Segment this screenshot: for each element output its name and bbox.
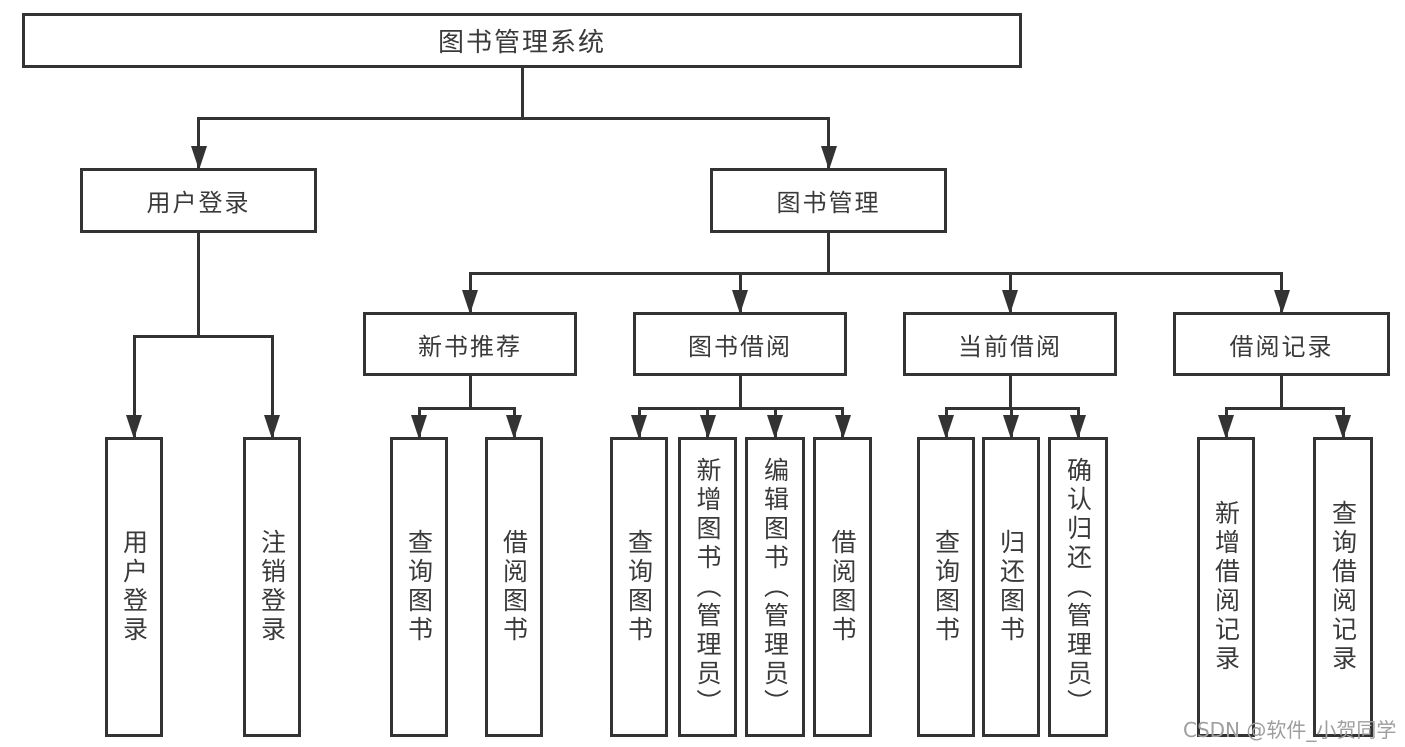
node-label: 注销登录 bbox=[257, 529, 287, 645]
arrow-down-icon bbox=[1218, 415, 1234, 439]
arrow-down-icon bbox=[1002, 290, 1018, 314]
node-new-book-rec: 新书推荐 bbox=[363, 312, 577, 376]
node-label: 图书管理系统 bbox=[437, 28, 606, 58]
connector-line bbox=[132, 335, 274, 338]
connector-line bbox=[637, 407, 844, 410]
arrow-down-icon bbox=[1335, 415, 1351, 439]
node-br-query-record: 查询借阅记录 bbox=[1313, 437, 1373, 737]
connector-line bbox=[132, 335, 136, 437]
node-current-borrow: 当前借阅 bbox=[903, 312, 1117, 376]
node-bb-add-books: 新增图书（管理员） bbox=[678, 437, 737, 737]
node-label: 借阅图书 bbox=[828, 529, 857, 645]
node-label: 新增图书（管理员） bbox=[693, 456, 722, 718]
connector-line bbox=[468, 272, 1283, 275]
connector-line bbox=[1008, 374, 1012, 410]
connector-line bbox=[197, 117, 830, 120]
node-label: 借阅记录 bbox=[1229, 332, 1334, 361]
connector-line bbox=[468, 374, 472, 410]
node-leaf-logout: 注销登录 bbox=[243, 437, 301, 737]
node-label: 用户登录 bbox=[146, 189, 251, 217]
node-label: 借阅图书 bbox=[499, 529, 529, 645]
node-label: 确认归还（管理员） bbox=[1063, 456, 1093, 718]
arrow-down-icon bbox=[1273, 290, 1290, 314]
arrow-down-icon bbox=[938, 415, 954, 439]
arrow-down-icon bbox=[1003, 415, 1019, 439]
connector-line bbox=[827, 117, 830, 168]
node-cb-confirm-return: 确认归还（管理员） bbox=[1048, 437, 1108, 737]
node-label: 查询图书 bbox=[404, 529, 434, 645]
arrow-down-icon bbox=[126, 415, 142, 439]
node-label: 新增借阅记录 bbox=[1211, 500, 1241, 674]
connector-line bbox=[197, 117, 200, 168]
connector-line bbox=[827, 231, 830, 275]
node-label: 图书管理 bbox=[776, 189, 881, 217]
arrow-down-icon bbox=[631, 415, 647, 439]
node-label: 当前借阅 bbox=[958, 332, 1062, 361]
arrow-down-icon bbox=[190, 146, 207, 170]
connector-line bbox=[520, 66, 524, 120]
connector-line bbox=[197, 231, 200, 338]
node-label: 归还图书 bbox=[996, 529, 1026, 645]
node-bb-query-books: 查询图书 bbox=[610, 437, 668, 737]
node-label: 新书推荐 bbox=[418, 332, 522, 361]
arrow-down-icon bbox=[506, 415, 522, 439]
arrow-down-icon bbox=[411, 415, 427, 439]
node-leaf-user-login: 用户登录 bbox=[105, 437, 163, 737]
connector-line bbox=[270, 335, 274, 437]
node-borrow-records: 借阅记录 bbox=[1173, 312, 1390, 376]
node-nb-query-books: 查询图书 bbox=[390, 437, 448, 737]
node-book-borrow: 图书借阅 bbox=[633, 312, 847, 376]
node-cb-return-books: 归还图书 bbox=[982, 437, 1040, 737]
arrow-down-icon bbox=[820, 146, 837, 170]
node-label: 用户登录 bbox=[119, 529, 149, 645]
connector-line bbox=[1280, 374, 1283, 410]
node-label: 查询借阅记录 bbox=[1328, 500, 1358, 674]
arrow-down-icon bbox=[699, 415, 716, 439]
node-user-login: 用户登录 bbox=[80, 168, 317, 233]
node-bb-borrow-books: 借阅图书 bbox=[813, 437, 872, 737]
connector-line bbox=[1224, 407, 1345, 410]
arrow-down-icon bbox=[1070, 415, 1086, 439]
node-book-mgmt: 图书管理 bbox=[710, 168, 947, 233]
node-label: 图书借阅 bbox=[688, 332, 792, 361]
connector-line bbox=[417, 407, 516, 410]
connector-line bbox=[738, 374, 742, 410]
arrow-down-icon bbox=[834, 415, 851, 439]
arrow-down-icon bbox=[264, 415, 280, 439]
arrow-down-icon bbox=[732, 290, 748, 314]
node-label: 编辑图书（管理员） bbox=[760, 456, 790, 718]
node-label: 查询图书 bbox=[624, 529, 654, 645]
node-bb-edit-books: 编辑图书（管理员） bbox=[745, 437, 805, 737]
arrow-down-icon bbox=[767, 415, 783, 439]
node-label: 查询图书 bbox=[931, 529, 961, 645]
node-library-system: 图书管理系统 bbox=[22, 13, 1022, 68]
watermark-text: CSDN @软件_小贺同学 bbox=[1183, 718, 1397, 742]
arrow-down-icon bbox=[462, 290, 478, 314]
node-nb-borrow-books: 借阅图书 bbox=[485, 437, 543, 737]
node-cb-query-books: 查询图书 bbox=[917, 437, 975, 737]
node-br-add-record: 新增借阅记录 bbox=[1197, 437, 1255, 737]
